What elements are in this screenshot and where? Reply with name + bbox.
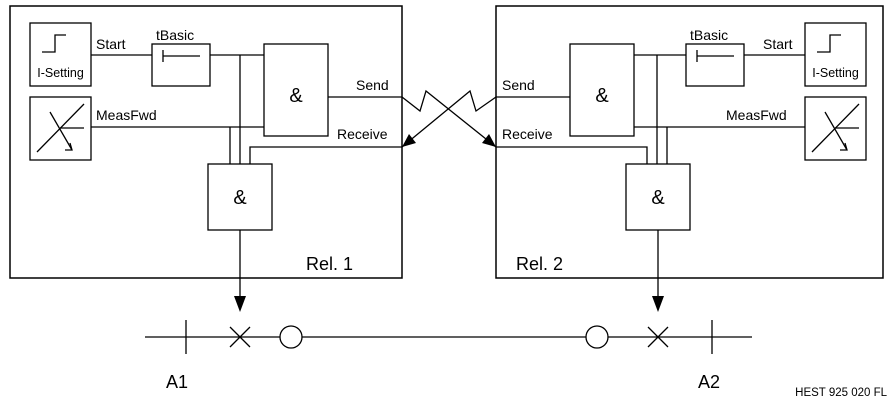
breaker-1-icon <box>229 326 251 348</box>
arrowhead <box>482 134 496 147</box>
relay-1-label: Rel. 1 <box>306 254 353 274</box>
relay-2-tbasic-label: tBasic <box>690 27 728 43</box>
arrowhead <box>234 296 246 312</box>
relay-2-receive-line <box>496 146 648 164</box>
relay-1-i-setting-label: I-Setting <box>37 66 84 80</box>
relay-1-start-label: Start <box>96 36 126 52</box>
relay-2-i-setting-block <box>804 22 867 87</box>
relay-1-tbasic-block <box>151 43 211 87</box>
relay-2-label: Rel. 2 <box>516 254 563 274</box>
channel-relay2-to-relay1 <box>401 89 497 148</box>
arrowhead <box>652 296 664 312</box>
communication-channel <box>401 89 497 148</box>
figure-id: HEST 925 020 FL <box>795 387 887 399</box>
relay-1-i-setting-block <box>29 22 92 87</box>
relay-1-and-gate-trip <box>207 163 273 231</box>
relay-2-measfwd-label: MeasFwd <box>726 107 787 123</box>
current-transformer-2-icon <box>585 325 609 349</box>
relay-2-and-gate-send <box>569 43 635 137</box>
relay-1-measfwd-label: MeasFwd <box>96 107 157 123</box>
relay-1-and-gate-send <box>263 43 329 137</box>
relay-2-receive-label: Receive <box>502 126 553 142</box>
relay-1-and-gate-trip-label: & <box>233 187 247 209</box>
relay-1-timer-icon <box>162 50 200 62</box>
relay-2-timer-icon <box>696 50 734 62</box>
relay-2-send-label: Send <box>502 77 535 93</box>
relay-2-and-gate-trip-label: & <box>651 187 665 209</box>
relay-2: I-Setting Start tBasic MeasFwd & Send Re… <box>495 5 884 279</box>
current-transformer-1-icon <box>279 325 303 349</box>
channel-relay1-to-relay2 <box>401 89 497 148</box>
relay-2-start-label: Start <box>763 36 793 52</box>
relay-2-i-setting-label: I-Setting <box>812 66 859 80</box>
relay-1-tbasic-label: tBasic <box>156 27 194 43</box>
busbar-a1-label: A1 <box>166 372 188 392</box>
relay-1-and-gate-send-label: & <box>289 85 303 107</box>
relay-1-step-icon <box>42 34 66 53</box>
directional-element-icon <box>36 103 85 153</box>
relay-1-send-label: Send <box>356 77 389 93</box>
breaker-2-icon <box>647 326 669 348</box>
busbar-a2-label: A2 <box>698 372 720 392</box>
relay-2-and-gate-trip <box>625 163 691 231</box>
arrowhead <box>402 134 416 147</box>
relay-2-step-icon <box>817 34 841 53</box>
relay-1-receive-line <box>249 146 402 164</box>
relay-2-tbasic-block <box>685 43 745 87</box>
relay-1: I-Setting Start tBasic MeasFwd & Send Re… <box>9 5 403 279</box>
relay-2-and-gate-send-label: & <box>595 85 609 107</box>
directional-element-icon <box>811 103 860 153</box>
power-line: A1 A2 <box>145 320 752 392</box>
relay-1-receive-label: Receive <box>337 126 388 142</box>
